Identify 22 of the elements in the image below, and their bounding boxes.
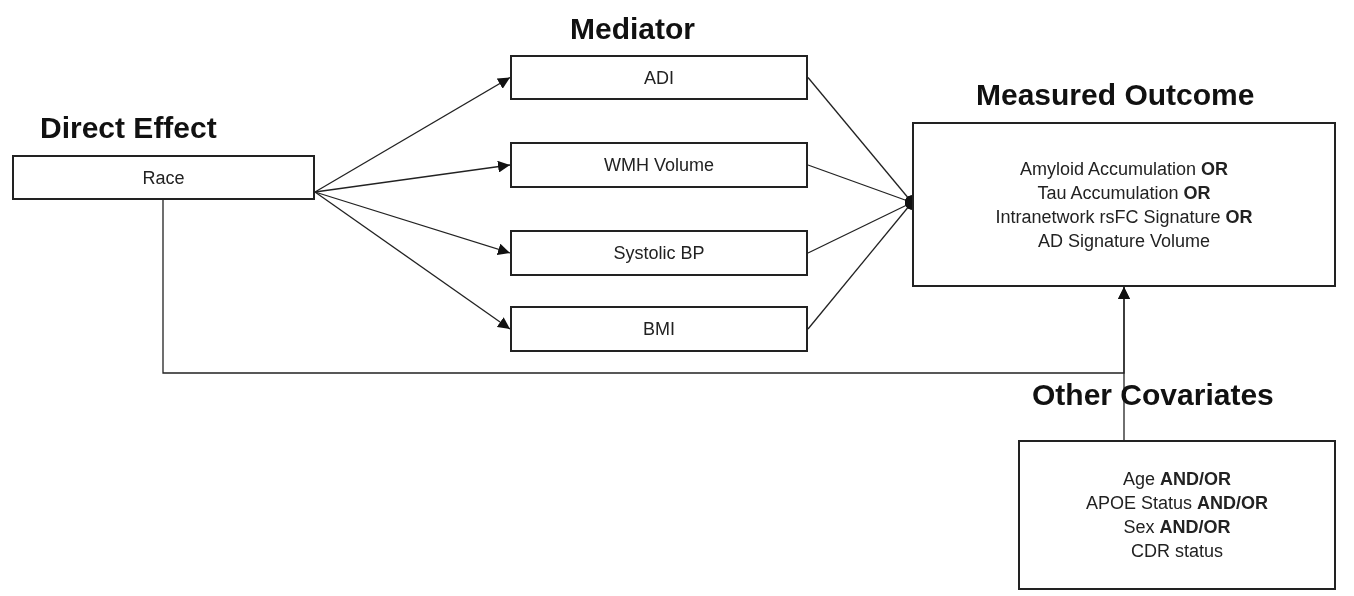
- arrow: [314, 76, 511, 193]
- box-label: BMI: [643, 318, 675, 341]
- box-label: Systolic BP: [613, 242, 705, 265]
- box-label: Intranetwork rsFC Signature OR: [995, 205, 1253, 229]
- heading: Measured Outcome: [976, 78, 1255, 112]
- box-label: Sex AND/OR: [1123, 516, 1231, 539]
- box-label: Tau Accumulation OR: [1037, 181, 1211, 205]
- box-label: APOE Status AND/OR: [1085, 492, 1269, 515]
- connector-line: [807, 195, 913, 330]
- box-label: WMH Volume: [604, 154, 714, 177]
- column-heading: Mediator: [570, 12, 695, 46]
- box-label: Race: [142, 166, 185, 190]
- arrow: [1118, 286, 1130, 441]
- arrow: [314, 191, 511, 330]
- box-label: Age AND/OR: [1123, 468, 1231, 491]
- arrow: [314, 160, 511, 193]
- box-label: Amyloid Accumulation OR: [1019, 157, 1229, 181]
- arrow: [314, 191, 511, 256]
- box-label: ADI: [644, 66, 674, 90]
- heading: Direct Effect: [40, 111, 217, 145]
- box-label: AD Signature Volume: [1037, 229, 1211, 253]
- box-label: CDR status: [1131, 540, 1223, 563]
